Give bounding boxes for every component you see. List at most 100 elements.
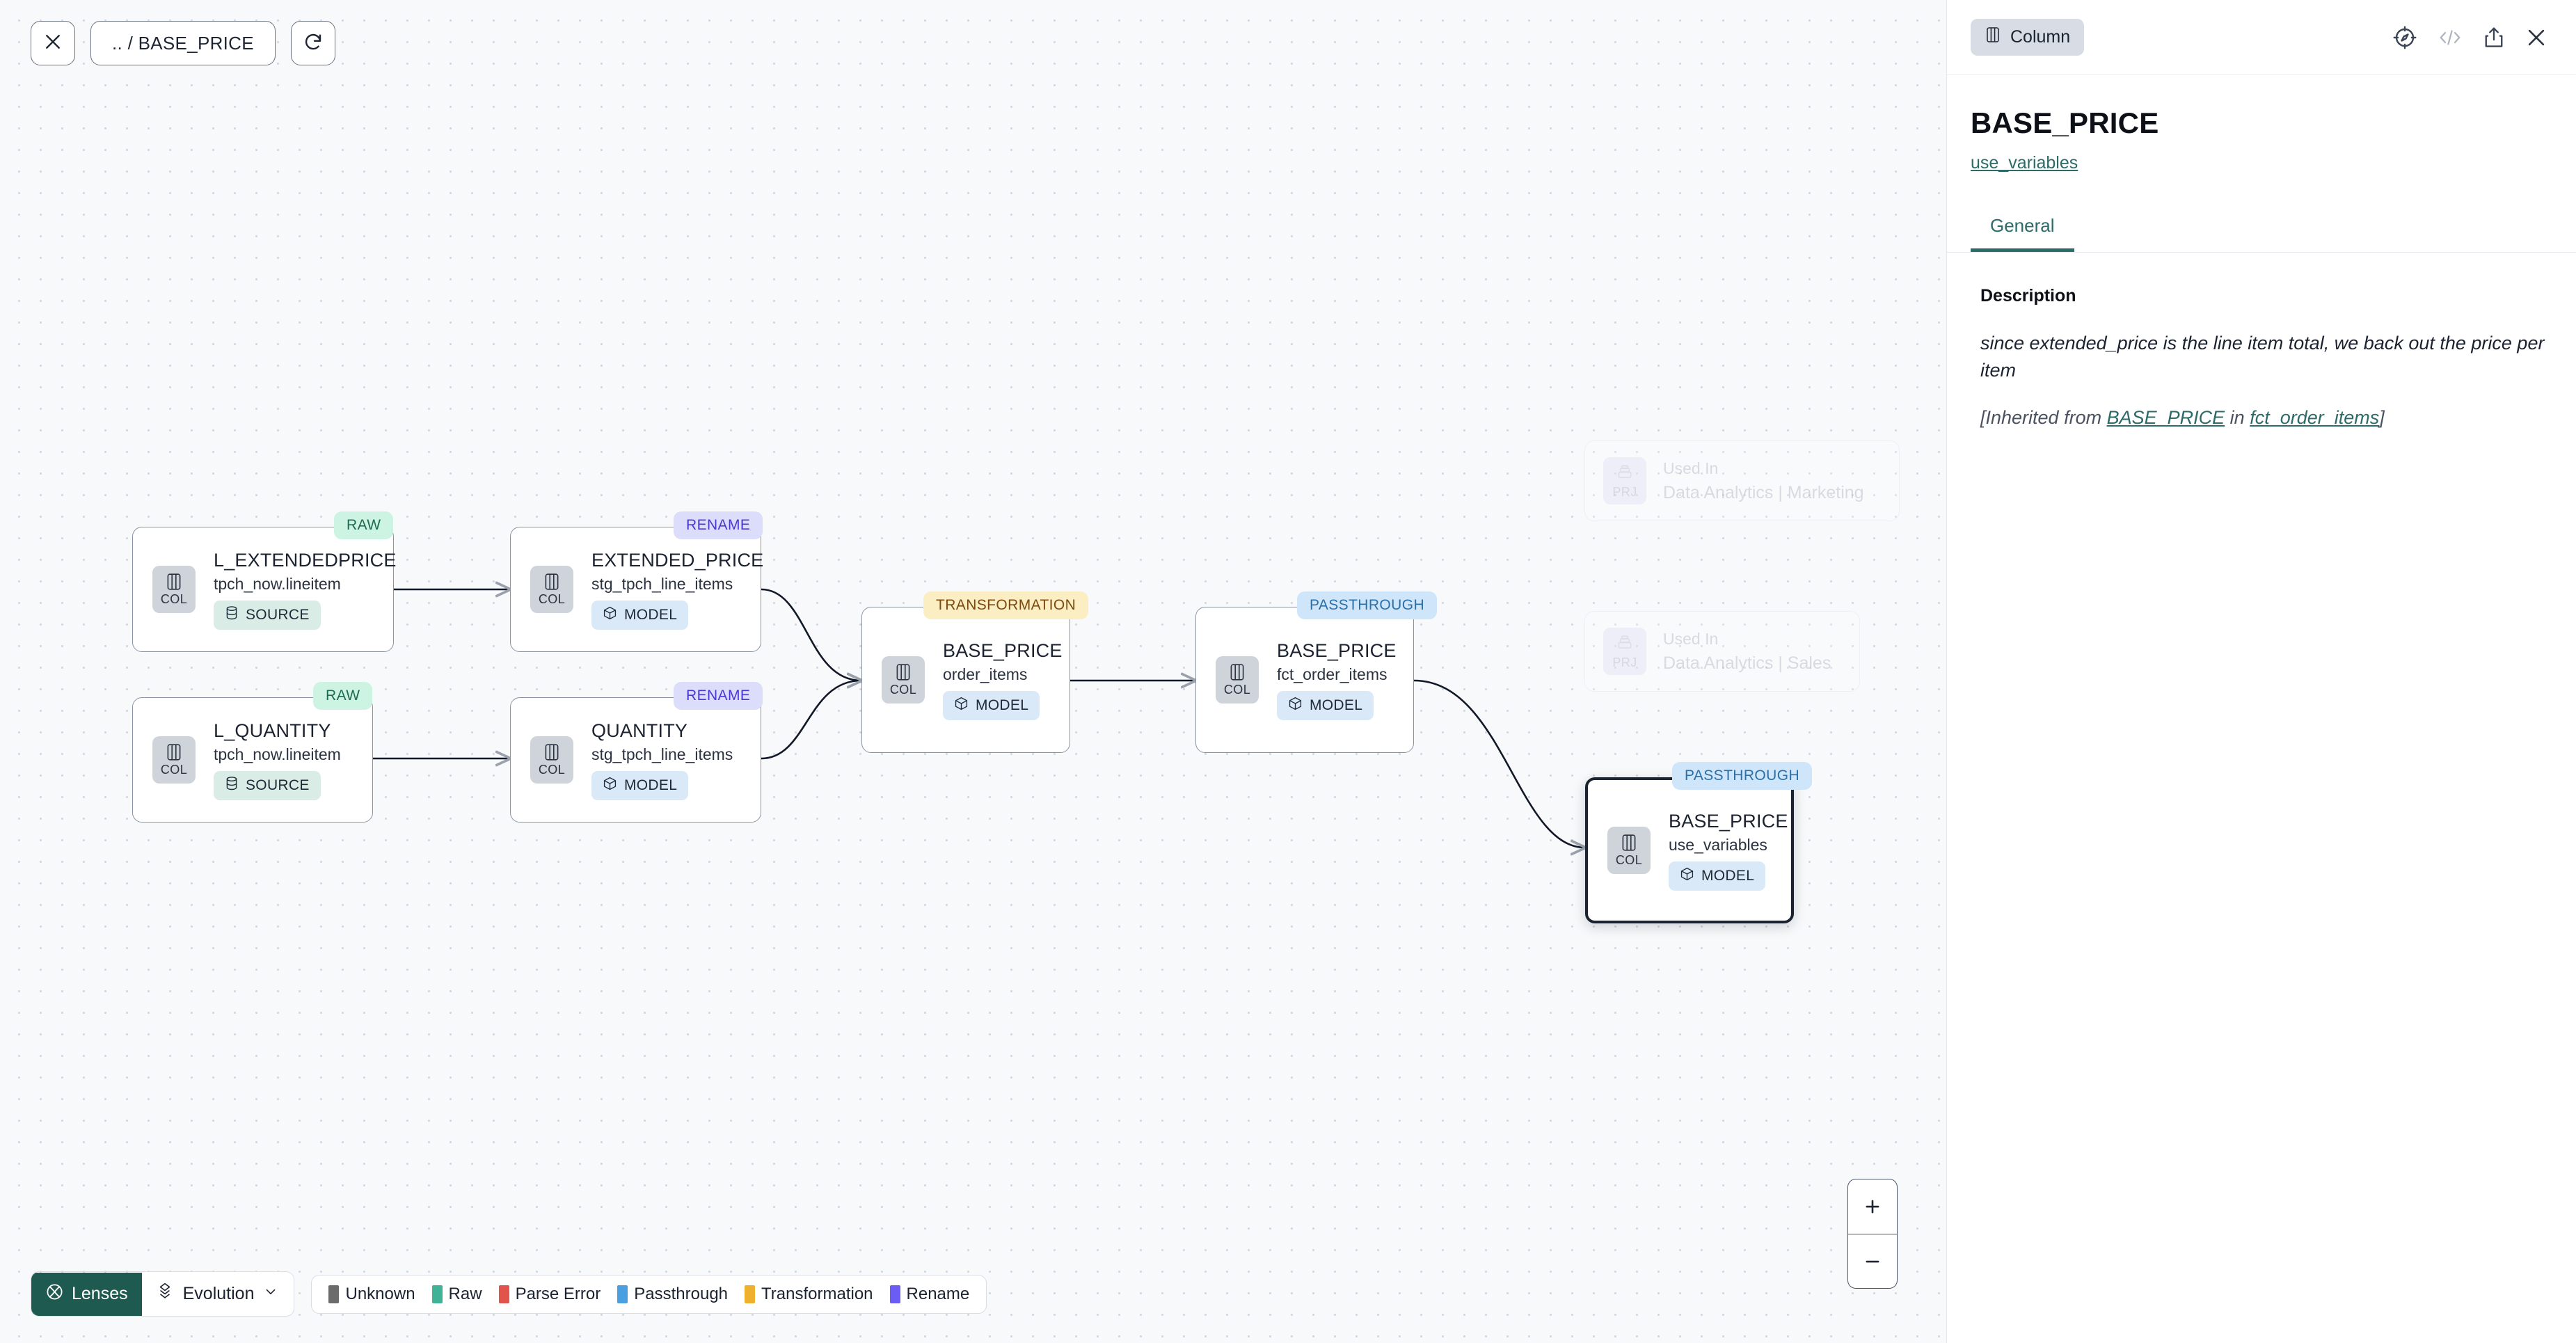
node-tag-source: SOURCE — [214, 771, 321, 800]
description-section: Description since extended_price is the … — [1947, 253, 2576, 431]
node-tag-model: MODEL — [1277, 691, 1374, 720]
tab-general[interactable]: General — [1971, 208, 2074, 252]
node-subtitle: tpch_now.lineitem — [214, 745, 341, 764]
legend-swatch-raw — [432, 1285, 443, 1303]
node-title: QUANTITY — [591, 720, 733, 742]
description-inherited: [Inherited from BASE_PRICE in fct_order_… — [1980, 404, 2545, 431]
close-graph-button[interactable] — [31, 21, 75, 65]
ghost-node-used-in-marketing[interactable]: PRJ Used In Data Analytics | Marketing — [1584, 440, 1900, 521]
panel-tabs: General — [1947, 208, 2576, 253]
zoom-out-button[interactable] — [1848, 1234, 1897, 1288]
graph-node-l-quantity[interactable]: COL L_QUANTITY tpch_now.lineitem SOURCE — [132, 697, 373, 823]
column-icon: COL — [152, 736, 196, 784]
share-icon — [2483, 26, 2505, 49]
graph-node-base-price-fct-order-items[interactable]: COL BASE_PRICE fct_order_items MODEL — [1195, 607, 1414, 753]
column-icon-label: COL — [890, 683, 916, 697]
entity-type-chip[interactable]: Column — [1971, 19, 2084, 56]
node-tag-label: MODEL — [1701, 868, 1754, 884]
node-badge-raw: RAW — [313, 682, 372, 710]
graph-node-extended-price[interactable]: COL EXTENDED_PRICE stg_tpch_line_items M… — [510, 527, 761, 652]
graph-node-l-extendedprice[interactable]: COL L_EXTENDEDPRICE tpch_now.lineitem SO… — [132, 527, 394, 652]
legend-label: Rename — [907, 1285, 970, 1304]
inherited-mid: in — [2225, 407, 2250, 428]
ghost-node-used-in-sales[interactable]: PRJ Used In Data Analytics | Sales — [1584, 611, 1860, 692]
minus-icon — [1862, 1251, 1883, 1272]
breadcrumb[interactable]: .. / BASE_PRICE — [90, 21, 276, 65]
details-panel: Column — [1946, 0, 2576, 1343]
node-title: BASE_PRICE — [943, 640, 1063, 662]
ghost-project-name: Data Analytics | Marketing — [1663, 483, 1864, 503]
inherited-column-link[interactable]: BASE_PRICE — [2107, 407, 2225, 428]
refresh-icon — [303, 31, 324, 56]
evolution-dropdown[interactable]: Evolution — [142, 1272, 294, 1316]
refresh-button[interactable] — [291, 21, 335, 65]
node-subtitle: stg_tpch_line_items — [591, 745, 733, 764]
column-icon: COL — [882, 656, 925, 704]
cube-icon — [1680, 866, 1694, 886]
lenses-button[interactable]: Lenses — [31, 1273, 142, 1316]
node-tag-label: SOURCE — [246, 777, 310, 794]
column-icon: COL — [152, 566, 196, 613]
column-icon-label: COL — [161, 592, 187, 607]
lenses-label: Lenses — [72, 1284, 128, 1304]
column-icon: COL — [530, 736, 573, 784]
column-icon-label: COL — [539, 592, 565, 607]
parent-model-link[interactable]: use_variables — [1971, 153, 2078, 173]
node-badge-rename: RENAME — [674, 511, 763, 539]
cube-icon — [954, 696, 969, 715]
description-text: since extended_price is the line item to… — [1980, 330, 2545, 385]
entity-type-label: Column — [2010, 27, 2070, 47]
project-icon-label: PRJ — [1612, 655, 1637, 670]
legend-item-raw[interactable]: Raw — [432, 1285, 482, 1304]
lineage-canvas[interactable]: .. / BASE_PRICE RAW COL — [0, 0, 1946, 1343]
legend-item-rename[interactable]: Rename — [890, 1285, 970, 1304]
node-subtitle: tpch_now.lineitem — [214, 575, 397, 594]
close-panel-button[interactable] — [2525, 26, 2548, 49]
database-icon — [225, 605, 239, 625]
graph-node-base-price-order-items[interactable]: COL BASE_PRICE order_items MODEL — [861, 607, 1070, 753]
bottom-toolbar: Lenses Evolution — [31, 1271, 987, 1317]
view-code-button[interactable] — [2437, 26, 2463, 49]
node-tag-label: MODEL — [1310, 697, 1362, 714]
legend-swatch-transformation — [745, 1285, 755, 1303]
node-tag-label: SOURCE — [246, 607, 310, 623]
node-title: EXTENDED_PRICE — [591, 550, 763, 571]
close-icon — [42, 31, 63, 56]
close-icon — [2525, 26, 2548, 49]
legend-label: Transformation — [761, 1285, 873, 1304]
column-icon — [1985, 26, 2001, 49]
column-icon: COL — [1607, 827, 1651, 874]
graph-node-quantity[interactable]: COL QUANTITY stg_tpch_line_items MODEL — [510, 697, 761, 823]
explore-compass-button[interactable] — [2392, 25, 2417, 50]
node-tag-model: MODEL — [591, 601, 688, 630]
column-icon-label: COL — [161, 763, 187, 777]
legend-label: Raw — [449, 1285, 482, 1304]
evolution-label: Evolution — [183, 1284, 255, 1304]
lens-icon — [45, 1282, 64, 1306]
legend-item-unknown[interactable]: Unknown — [328, 1285, 415, 1304]
graph-node-base-price-use-variables[interactable]: COL BASE_PRICE use_variables MODEL — [1585, 777, 1794, 923]
description-label: Description — [1980, 286, 2545, 306]
column-icon-label: COL — [1616, 853, 1642, 868]
panel-header-actions — [2392, 25, 2548, 50]
legend-swatch-parse-error — [499, 1285, 509, 1303]
zoom-in-button[interactable] — [1848, 1179, 1897, 1234]
ghost-used-in-label: Used In — [1663, 459, 1864, 478]
inherited-suffix: ] — [2379, 407, 2385, 428]
node-title: BASE_PRICE — [1277, 640, 1397, 662]
column-icon: COL — [1216, 656, 1259, 704]
legend-item-transformation[interactable]: Transformation — [745, 1285, 873, 1304]
column-icon-label: COL — [1224, 683, 1250, 697]
column-icon-label: COL — [539, 763, 565, 777]
cube-icon — [1288, 696, 1303, 715]
panel-title: BASE_PRICE — [1971, 106, 2576, 140]
node-tag-label: MODEL — [976, 697, 1028, 714]
legend-item-parse-error[interactable]: Parse Error — [499, 1285, 601, 1304]
inherited-model-link[interactable]: fct_order_items — [2250, 407, 2379, 428]
node-badge-passthrough: PASSTHROUGH — [1297, 591, 1437, 619]
share-button[interactable] — [2483, 26, 2505, 49]
node-tag-model: MODEL — [1669, 861, 1765, 891]
legend-item-passthrough[interactable]: Passthrough — [617, 1285, 728, 1304]
ghost-project-name: Data Analytics | Sales — [1663, 653, 1831, 674]
node-subtitle: stg_tpch_line_items — [591, 575, 763, 594]
